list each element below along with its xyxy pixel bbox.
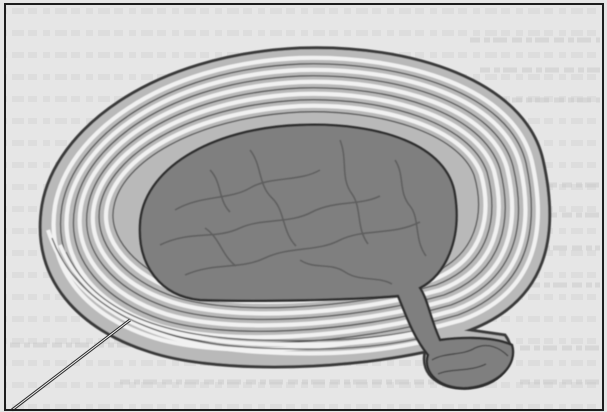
figure-border (4, 3, 604, 411)
